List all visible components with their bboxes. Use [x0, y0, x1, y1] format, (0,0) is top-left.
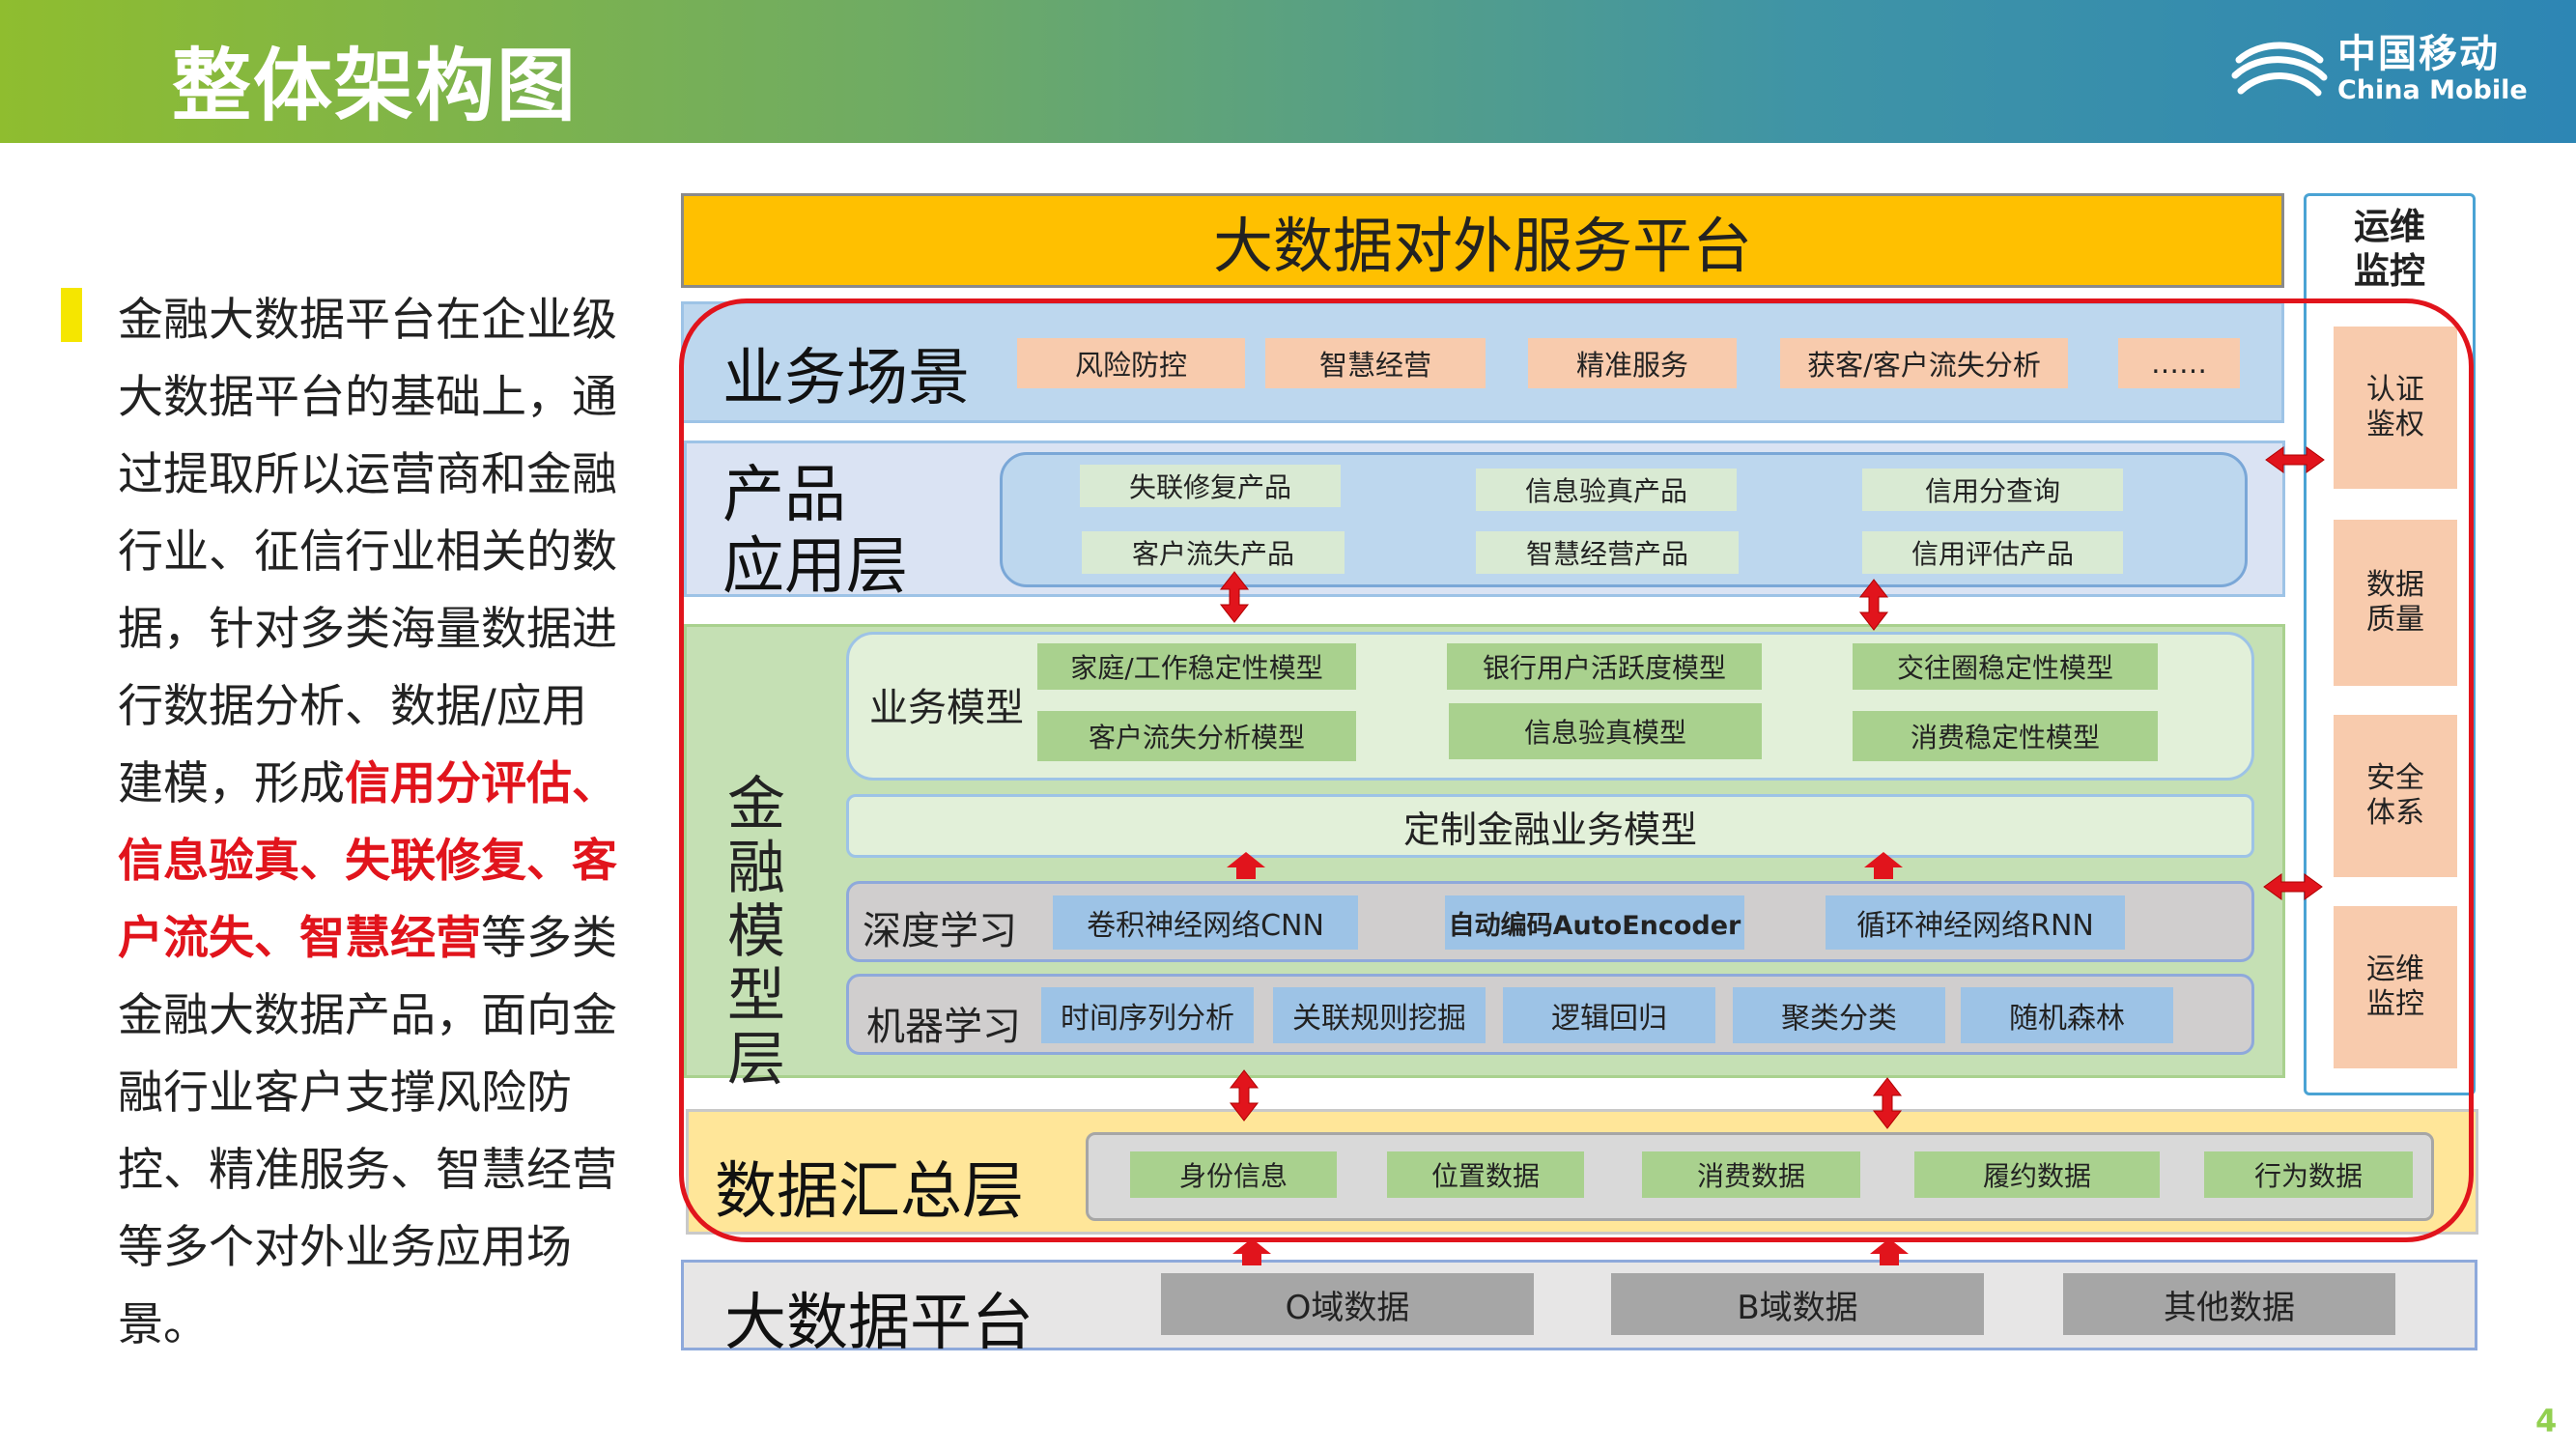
custom-financial-model: 定制金融业务模型 [846, 794, 2254, 858]
data-chip: 位置数据 [1387, 1151, 1584, 1198]
logo-english-name: China Mobile [2337, 75, 2528, 105]
business-model-chip: 信息验真模型 [1449, 703, 1762, 759]
big-data-platform-label: 大数据平台 [724, 1288, 1033, 1359]
product-chip: 信息验真产品 [1476, 469, 1737, 511]
model-label-char: 层 [727, 1026, 785, 1094]
platform-data-chip: O域数据 [1161, 1273, 1534, 1335]
header-bar [0, 0, 2576, 143]
data-chip: 身份信息 [1130, 1151, 1337, 1198]
up-arrow-icon [1870, 1238, 1909, 1265]
deep-learning-chip: 循环神经网络RNN [1826, 895, 2125, 950]
horizontal-double-arrow-icon [2265, 446, 2325, 473]
business-model-chip: 客户流失分析模型 [1037, 711, 1356, 761]
page-title: 整体架构图 [172, 41, 579, 132]
up-arrow-icon [1864, 852, 1903, 879]
scenario-chip: 精准服务 [1528, 338, 1737, 388]
description-paragraph: 金融大数据平台在企业级大数据平台的基础上，通过提取所以运营商和金融行业、征信行业… [118, 282, 620, 1364]
product-label-line1: 产品 [722, 460, 846, 531]
product-chip: 信用分查询 [1862, 469, 2123, 511]
scenario-chip: 获客/客户流失分析 [1780, 338, 2068, 388]
ops-item-line1: 运维 [2366, 952, 2424, 986]
description-text-2: 等多类金融大数据产品，面向金融行业客户支撑风险防控、精准服务、智慧经营等多个对外… [118, 912, 617, 1351]
deep-learning-label: 深度学习 [863, 909, 1017, 953]
data-aggregation-label: 数据汇总层 [715, 1156, 1024, 1228]
scenario-chip: 智慧经营 [1265, 338, 1486, 388]
scenario-chip: …… [2118, 338, 2240, 388]
scenario-chip: 风险防控 [1017, 338, 1245, 388]
platform-data-chip: B域数据 [1611, 1273, 1984, 1335]
double-arrow-icon [1873, 1077, 1902, 1129]
ops-title-line1: 运维 [2354, 206, 2425, 247]
double-arrow-icon [1859, 579, 1888, 631]
business-model-chip: 消费稳定性模型 [1853, 711, 2158, 761]
financial-model-layer-label: 金 融 模 型 层 [722, 773, 790, 1092]
product-layer-label: 产品 应用层 [722, 460, 908, 603]
product-chip: 信用评估产品 [1862, 531, 2123, 574]
business-model-chip: 银行用户活跃度模型 [1447, 643, 1762, 690]
model-label-char: 模 [727, 898, 785, 966]
up-arrow-icon [1232, 1238, 1271, 1265]
data-chip: 行为数据 [2204, 1151, 2413, 1198]
platform-data-chip: 其他数据 [2063, 1273, 2395, 1335]
machine-learning-label: 机器学习 [866, 1005, 1021, 1049]
business-model-chip: 交往圈稳定性模型 [1853, 643, 2158, 690]
ops-item-line2: 体系 [2366, 796, 2424, 830]
ops-item-line2: 监控 [2366, 987, 2424, 1021]
machine-learning-chip: 时间序列分析 [1041, 987, 1254, 1043]
ops-item-line1: 安全 [2366, 761, 2424, 795]
horizontal-double-arrow-icon [2263, 873, 2323, 900]
product-chip: 失联修复产品 [1080, 465, 1341, 507]
ops-item-line1: 认证 [2366, 373, 2424, 407]
china-mobile-logo-icon [2231, 42, 2328, 97]
business-model-chip: 家庭/工作稳定性模型 [1037, 643, 1356, 690]
machine-learning-chip: 随机森林 [1961, 987, 2173, 1043]
ops-item-line1: 数据 [2366, 568, 2424, 602]
logo-chinese-name: 中国移动 [2337, 32, 2500, 76]
ops-item-data-quality: 数据质量 [2334, 520, 2457, 686]
model-label-char: 金 [727, 771, 785, 838]
model-label-char: 融 [727, 835, 785, 902]
deep-learning-chip: 自动编码AutoEncoder [1445, 895, 1744, 950]
description-highlight: 信用分评估、信息验真、失联修复、客户流失、智慧经营 [118, 757, 617, 965]
data-chip: 履约数据 [1914, 1151, 2160, 1198]
external-service-platform: 大数据对外服务平台 [681, 193, 2284, 288]
product-chip: 智慧经营产品 [1476, 531, 1739, 574]
machine-learning-chip: 逻辑回归 [1503, 987, 1715, 1043]
machine-learning-chip: 聚类分类 [1733, 987, 1945, 1043]
ops-title-line2: 监控 [2354, 250, 2425, 292]
ops-item-monitoring: 运维监控 [2334, 906, 2457, 1068]
deep-learning-chip: 卷积神经网络CNN [1053, 895, 1358, 950]
machine-learning-chip: 关联规则挖掘 [1273, 987, 1486, 1043]
company-logo-text: 中国移动 China Mobile [2337, 33, 2528, 106]
page-number: 4 [2535, 1403, 2558, 1439]
ops-item-line2: 鉴权 [2366, 408, 2424, 441]
bullet-marker [61, 288, 82, 342]
up-arrow-icon [1227, 852, 1265, 879]
double-arrow-icon [1220, 571, 1249, 623]
model-label-char: 型 [727, 962, 785, 1030]
double-arrow-icon [1230, 1069, 1259, 1122]
ops-column-title: 运维 监控 [2304, 205, 2476, 294]
product-label-line2: 应用层 [722, 531, 908, 603]
product-chip: 客户流失产品 [1082, 531, 1345, 574]
highlight-frame [679, 298, 2474, 1242]
business-model-label: 业务模型 [869, 686, 1024, 730]
data-chip: 消费数据 [1642, 1151, 1860, 1198]
ops-item-security: 安全体系 [2334, 715, 2457, 877]
description-text-1: 金融大数据平台在企业级大数据平台的基础上，通过提取所以运营商和金融行业、征信行业… [118, 294, 617, 810]
business-scenario-label: 业务场景 [722, 343, 970, 414]
ops-item-line2: 质量 [2366, 603, 2424, 637]
